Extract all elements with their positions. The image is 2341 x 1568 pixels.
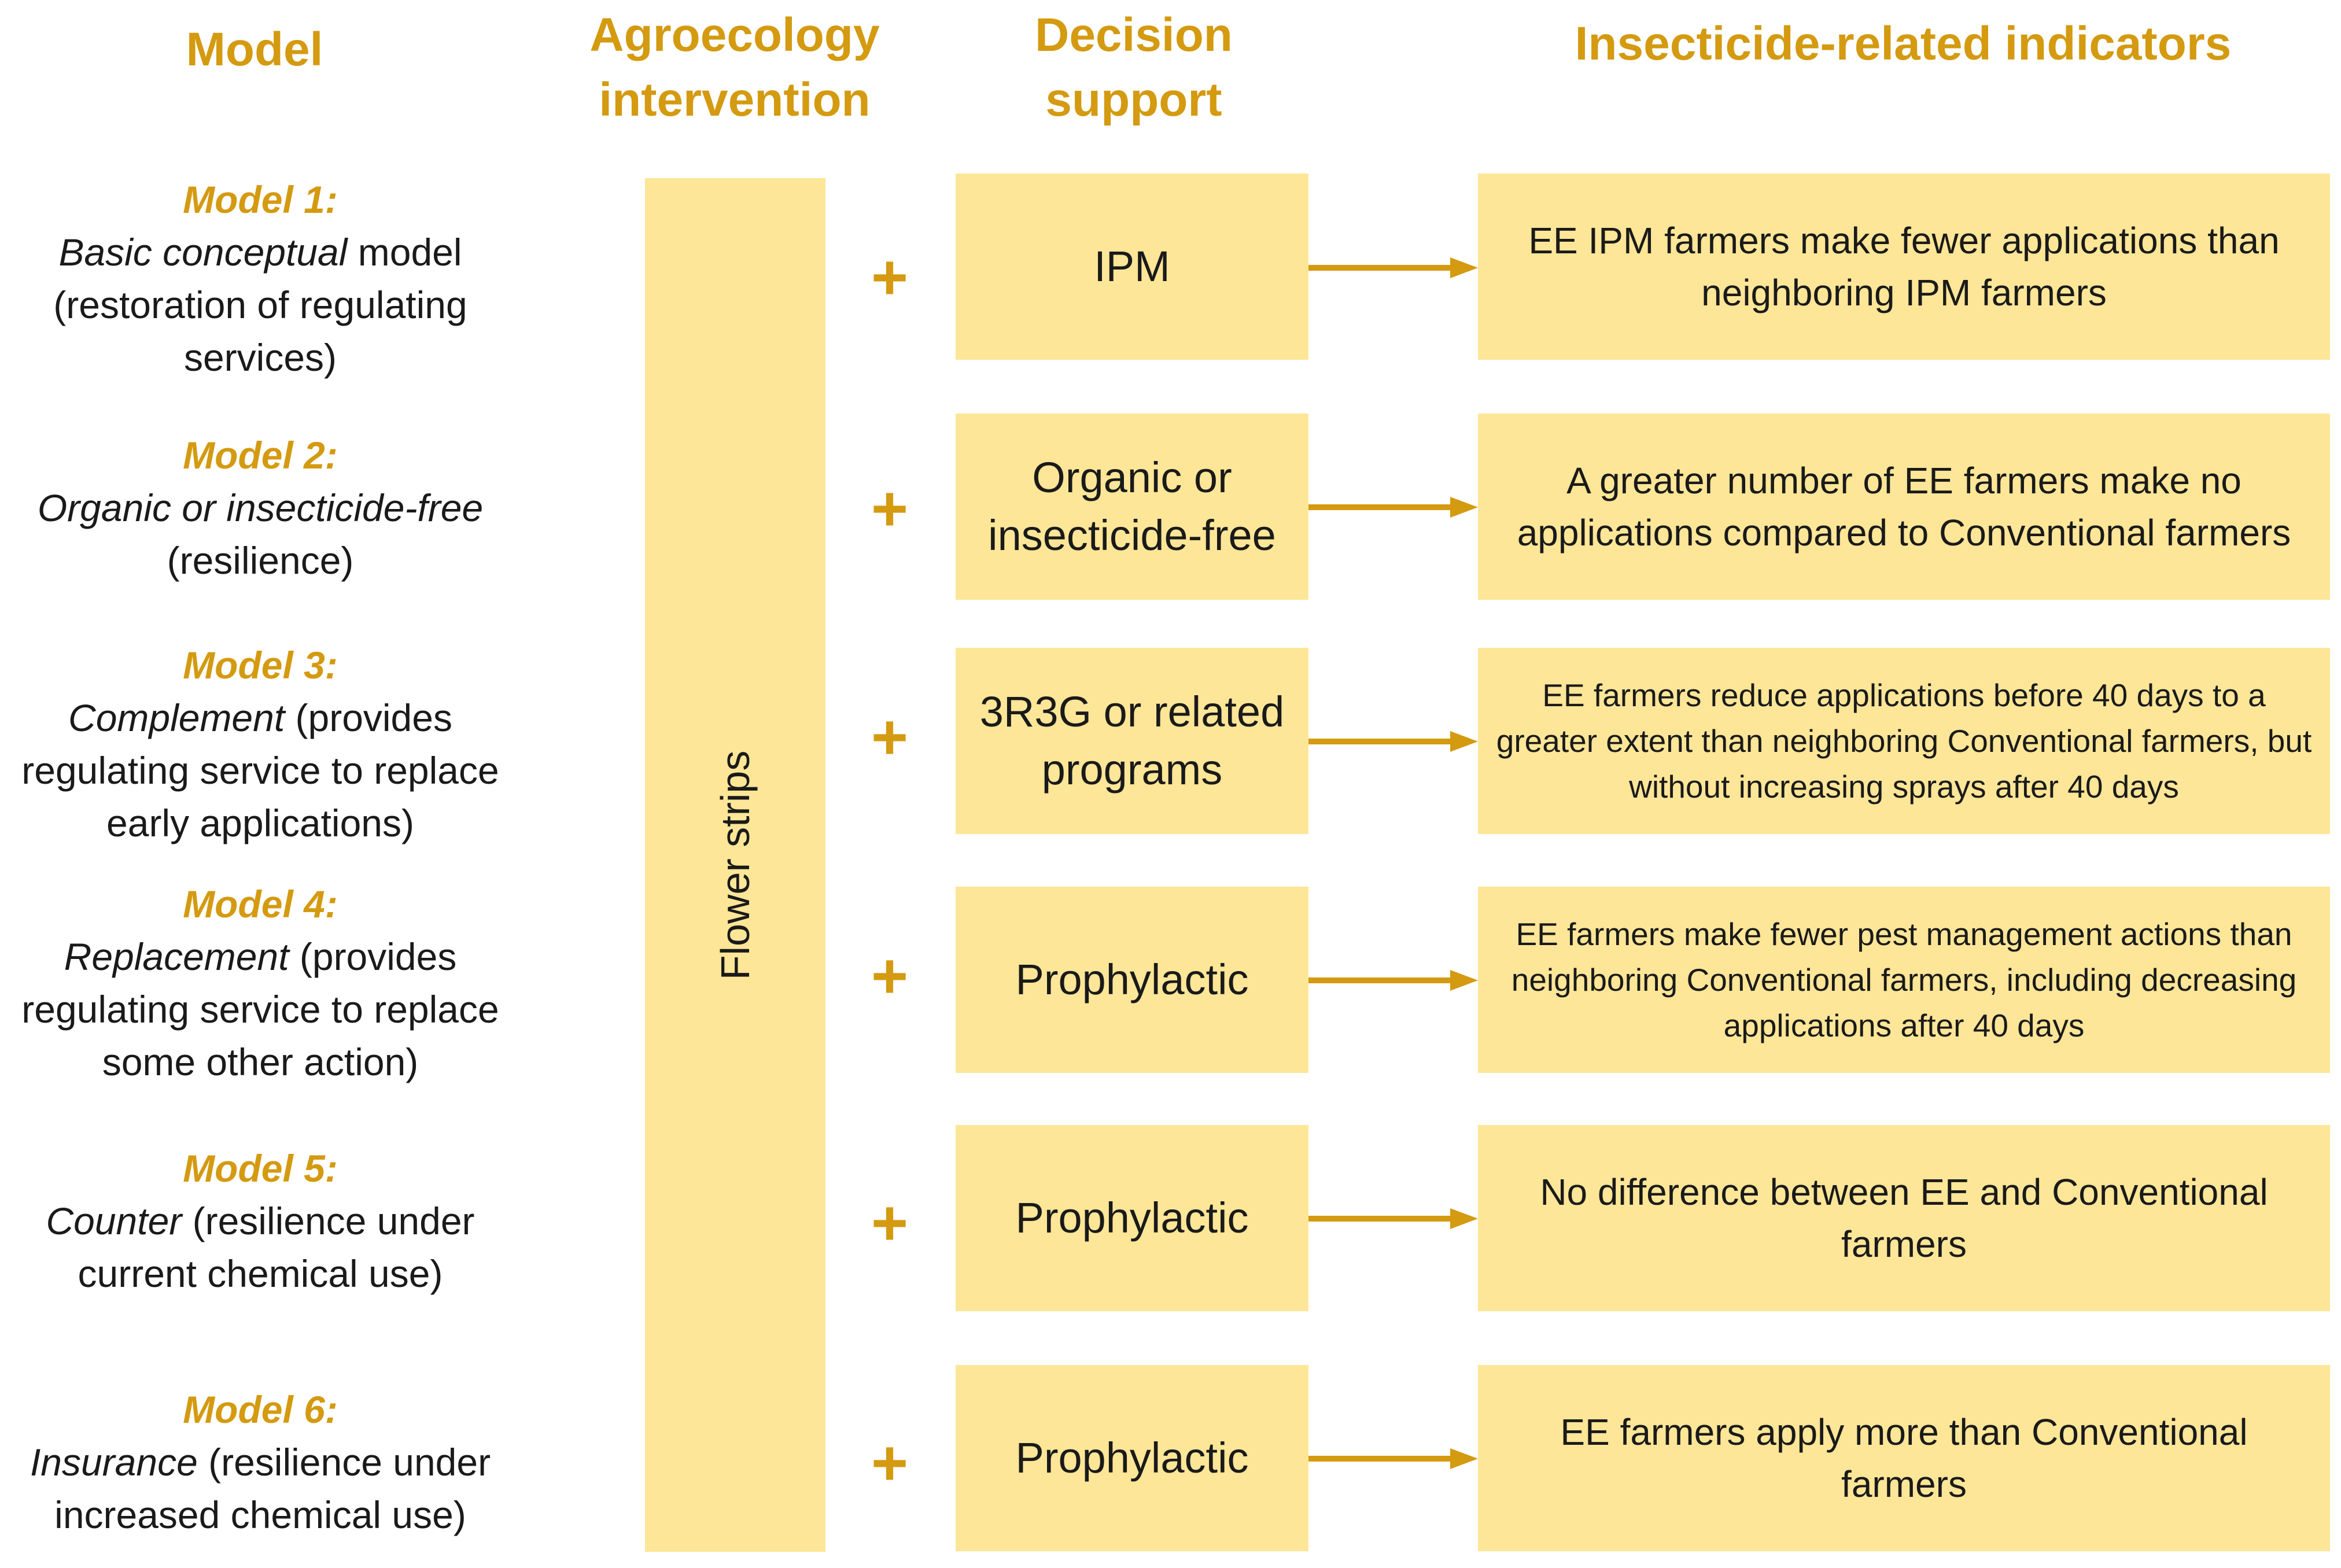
model-6-description: Model 6: Insurance (resilience under inc… xyxy=(0,1383,521,1541)
arrow-right-icon xyxy=(1308,1208,1478,1229)
model-3-emphasis: Complement xyxy=(68,696,285,739)
decision-box-6: Prophylactic xyxy=(956,1365,1308,1551)
decision-label-1: IPM xyxy=(1094,242,1170,290)
indicator-box-3: EE farmers reduce applications before 40… xyxy=(1478,648,2330,834)
model-5-emphasis: Counter xyxy=(46,1200,182,1242)
model-6-title: Model 6: xyxy=(183,1388,338,1431)
model-5-description: Model 5: Counter (resilience under curre… xyxy=(0,1142,521,1300)
indicator-text-2: A greater number of EE farmers make no a… xyxy=(1517,460,2291,554)
model-1-text: model (restoration of regulating service… xyxy=(53,231,467,379)
arrow-right-icon xyxy=(1308,497,1478,518)
indicator-text-3: EE farmers reduce applications before 40… xyxy=(1496,677,2312,805)
indicator-text-1: EE IPM farmers make fewer applications t… xyxy=(1528,220,2280,313)
model-6-emphasis: Insurance xyxy=(30,1441,198,1484)
flower-strips-label: Flower strips xyxy=(713,750,758,980)
indicator-box-5: No difference between EE and Conventiona… xyxy=(1478,1125,2330,1311)
model-3-title: Model 3: xyxy=(183,644,338,687)
indicator-text-6: EE farmers apply more than Conventional … xyxy=(1560,1411,2248,1505)
arrow-right-icon xyxy=(1308,257,1478,278)
indicator-box-2: A greater number of EE farmers make no a… xyxy=(1478,414,2330,600)
model-5-title: Model 5: xyxy=(183,1147,338,1190)
model-2-text: (resilience) xyxy=(167,539,354,582)
model-1-title: Model 1: xyxy=(183,178,338,221)
arrow-right-icon xyxy=(1308,970,1478,991)
decision-label-2: Organic or insecticide-free xyxy=(988,453,1276,559)
decision-box-2: Organic or insecticide-free xyxy=(956,414,1308,600)
model-2-description: Model 2: Organic or insecticide-free (re… xyxy=(0,429,521,587)
indicator-box-1: EE IPM farmers make fewer applications t… xyxy=(1478,174,2330,360)
plus-sign-3: + xyxy=(871,702,909,773)
arrow-right-icon xyxy=(1308,731,1478,752)
model-4-text: (provides regulating service to replace … xyxy=(21,935,499,1083)
model-1-description: Model 1: Basic conceptual model (restora… xyxy=(0,174,521,384)
header-agroecology-intervention: Agroecology intervention xyxy=(589,9,880,126)
header-model: Model xyxy=(186,23,323,76)
plus-sign-5: + xyxy=(871,1187,909,1259)
indicator-box-4: EE farmers make fewer pest management ac… xyxy=(1478,887,2330,1073)
decision-box-5: Prophylactic xyxy=(956,1125,1308,1311)
decision-label-3: 3R3G or related programs xyxy=(979,688,1285,794)
plus-sign-2: + xyxy=(871,473,909,544)
indicator-text-5: No difference between EE and Conventiona… xyxy=(1540,1171,2268,1265)
decision-box-3: 3R3G or related programs xyxy=(956,648,1308,834)
model-4-title: Model 4: xyxy=(183,883,338,925)
model-3-description: Model 3: Complement (provides regulating… xyxy=(0,639,521,850)
header-insecticide-indicators: Insecticide-related indicators xyxy=(1575,17,2232,70)
arrow-right-icon xyxy=(1308,1448,1478,1469)
decision-label-4: Prophylactic xyxy=(1015,955,1249,1003)
plus-sign-4: + xyxy=(871,940,909,1012)
decision-label-5: Prophylactic xyxy=(1015,1194,1249,1242)
flower-strips-bar: Flower strips xyxy=(645,178,825,1552)
decision-label-6: Prophylactic xyxy=(1015,1434,1249,1482)
indicator-box-6: EE farmers apply more than Conventional … xyxy=(1478,1365,2330,1551)
plus-sign-6: + xyxy=(871,1427,909,1499)
model-1-emphasis: Basic conceptual xyxy=(58,231,348,274)
model-3-text: (provides regulating service to replace … xyxy=(21,696,499,844)
model-2-title: Model 2: xyxy=(183,434,338,477)
model-5-text: (resilience under current chemical use) xyxy=(78,1200,475,1295)
plus-sign-1: + xyxy=(871,242,909,313)
decision-box-4: Prophylactic xyxy=(956,887,1308,1073)
decision-box-1: IPM xyxy=(956,174,1308,360)
model-4-description: Model 4: Replacement (provides regulatin… xyxy=(0,878,521,1089)
header-decision-support: Decision support xyxy=(1035,9,1233,126)
model-4-emphasis: Replacement xyxy=(64,935,289,978)
model-2-emphasis: Organic or insecticide-free xyxy=(37,486,484,529)
indicator-text-4: EE farmers make fewer pest management ac… xyxy=(1511,916,2297,1043)
model-6-text: (resilience under increased chemical use… xyxy=(54,1441,491,1536)
